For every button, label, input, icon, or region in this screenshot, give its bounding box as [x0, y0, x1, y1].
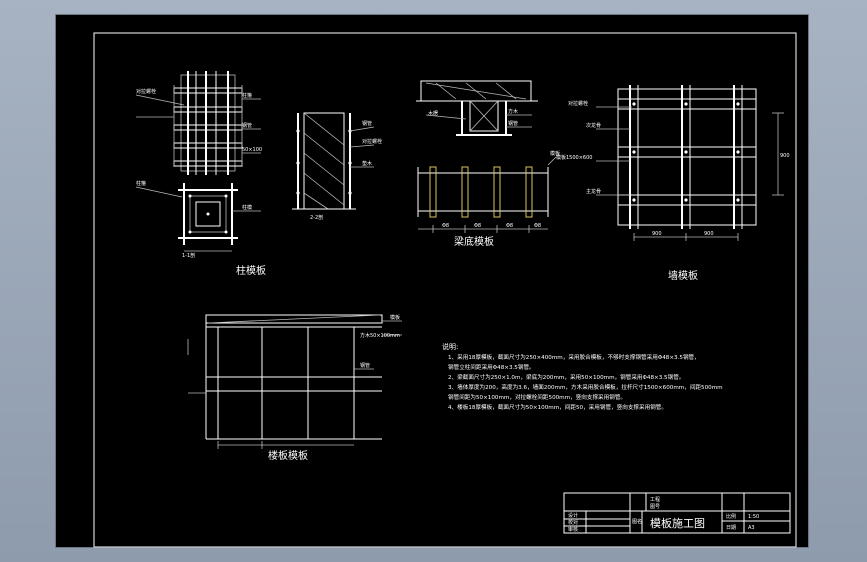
beam-spacing-1: Φ8: [442, 223, 449, 229]
drawing-title: 模板施工图: [650, 516, 705, 530]
notes-line-4: 3、墙体厚度为200，高度为3.6，墙面200mm，方木采用胶合模板，拉杆尺寸1…: [448, 383, 723, 391]
beam-callout-1: 木楞: [428, 110, 438, 117]
beam-formwork-section: [416, 80, 538, 136]
title-block-cell-9: 1:50: [748, 514, 759, 520]
column-formwork-plan: [135, 183, 261, 252]
beam-callout-3: 钢管: [508, 120, 518, 127]
notes-line-2: 钢管立柱间距采用Φ48×3.5钢管。: [448, 363, 535, 371]
slab-callout-1: 模板: [390, 314, 400, 321]
column-callout-6: 柱模: [242, 204, 252, 211]
title-block-cell-4: 校对: [568, 519, 578, 526]
wall-dim-1: 900: [652, 231, 662, 237]
beam-spacing-3: Φ8: [506, 223, 513, 229]
column-callout-3: 钢管: [242, 122, 252, 129]
drawing-border: [93, 32, 797, 548]
column-formwork-elevation: [135, 71, 261, 175]
beam-spacing-2: Φ8: [474, 223, 481, 229]
notes-heading: 说明:: [442, 342, 458, 351]
title-block-cell-7: 日期: [726, 525, 736, 531]
column-callout-4: 50×100: [242, 147, 262, 153]
title-block-cell-2: 图号: [650, 504, 660, 510]
wall-callout-3: 模板1500×600: [556, 154, 592, 161]
slab-callout-2: 方木50×100mm: [360, 332, 400, 339]
wall-formwork-title: 墙模板: [668, 269, 698, 282]
notes-line-5: 钢管间距为50×100mm，对拉螺栓间距500mm，竖向支撑采用钢管。: [448, 393, 626, 401]
wall-dim-2: 900: [704, 231, 714, 237]
title-block-cell-8: 图名: [632, 518, 642, 525]
column-callout-5: 柱箍: [136, 180, 146, 187]
title-block-cell-3: 设计: [568, 512, 578, 519]
drawing-canvas: 对拉螺栓 柱箍 钢管 50×100 柱箍 柱模 1-1剖 柱模板: [93, 32, 797, 548]
wall-formwork-elevation: [596, 85, 784, 241]
column-callout-2: 柱箍: [242, 92, 252, 99]
column-section-label: 1-1剖: [182, 252, 195, 259]
column-formwork-title: 柱模板: [236, 264, 266, 277]
beam-callout-2: 方木: [508, 108, 518, 115]
wall-section-callout-3: 垫木: [362, 160, 372, 167]
wall-callout-2: 次龙骨: [586, 122, 601, 129]
wall-section-callout-2: 对拉螺栓: [362, 138, 382, 145]
slab-callout-3: 钢管: [360, 362, 370, 369]
title-block-cell-5: 审核: [568, 526, 578, 533]
slab-formwork-elevation: [187, 314, 402, 449]
wall-section-drawing: [292, 112, 375, 210]
wall-callout-1: 对拉螺栓: [568, 100, 588, 107]
beam-spacing-4: Φ8: [534, 223, 541, 229]
wall-dim-vertical: 900: [780, 153, 790, 159]
cad-viewport[interactable]: 对拉螺栓 柱箍 钢管 50×100 柱箍 柱模 1-1剖 柱模板: [55, 14, 809, 548]
title-block-cell-6: 比例: [726, 513, 736, 520]
wall-callout-4: 主龙骨: [586, 188, 601, 195]
column-callout-1: 对拉螺栓: [136, 88, 156, 95]
title-block-cell-1: 工程: [650, 496, 660, 503]
title-block-cell-10: A3: [748, 525, 755, 531]
beam-formwork-title: 梁底模板: [454, 235, 494, 248]
notes-line-6: 4、楼板18厚模板，截面尺寸为50×100mm，间距50，采用钢管，竖向支撑采用…: [448, 403, 667, 411]
wall-section-callout-1: 钢管: [362, 120, 372, 127]
notes-line-3: 2、梁截面尺寸为250×1.0m，梁底为200mm，采用50×100mm，钢管采…: [448, 373, 684, 381]
beam-callout-4: 模板: [550, 150, 560, 157]
beam-formwork-elevation: [417, 156, 557, 233]
wall-section-label: 2-2剖: [310, 214, 323, 221]
title-block: [563, 492, 791, 534]
slab-formwork-title: 楼板模板: [268, 449, 308, 462]
notes-line-1: 1、采用18厚模板，截面尺寸为250×400mm，采用胶合模板，不够时支撑钢管采…: [448, 353, 700, 361]
